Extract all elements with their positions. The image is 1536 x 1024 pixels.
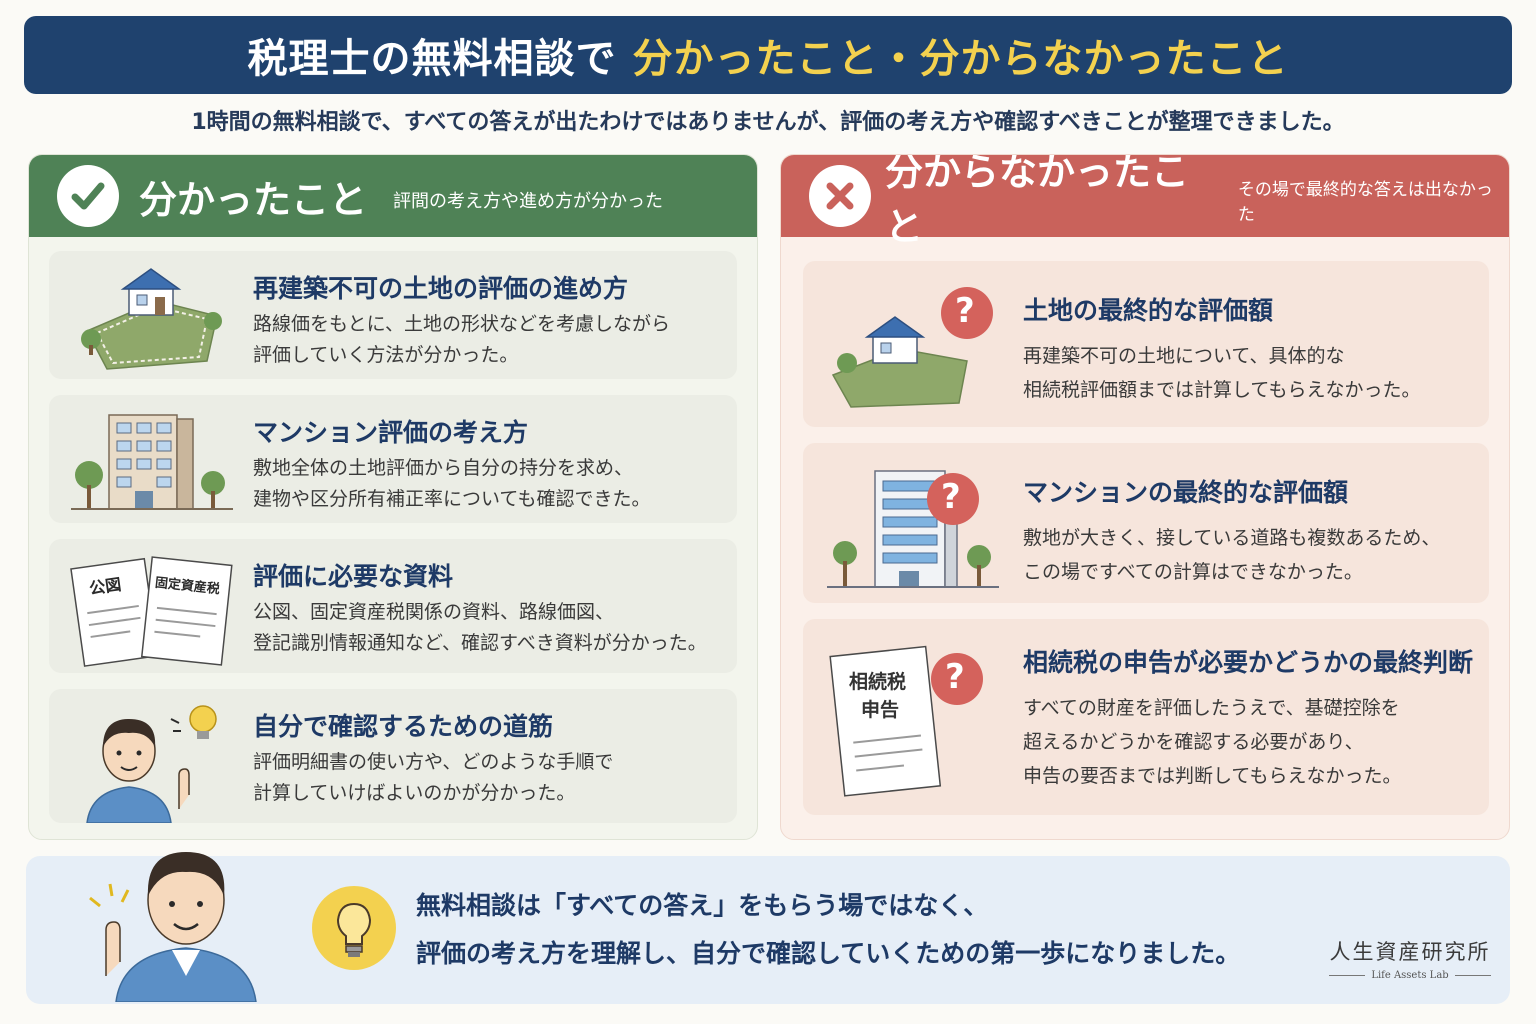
card-title: 自分で確認するための道筋 <box>253 712 554 741</box>
summary-message: 無料相談は「すべての答え」をもらう場ではなく、 評価の考え方を理解し、自分で確認… <box>416 882 1240 978</box>
card-title: 再建築不可の土地の評価の進め方 <box>253 274 629 303</box>
understood-card-path: 自分で確認するための道筋 評価明細書の使い方や、どのような手順で 計算していけば… <box>49 689 737 824</box>
card-text: すべての財産を評価したうえで、基礎控除を 超えるかどうかを確認する必要があり、 … <box>1023 691 1401 793</box>
doc-label-kouzu: 公図 <box>88 574 123 599</box>
brand-logo: 人生資産研究所 Life Assets Lab <box>1320 936 1500 981</box>
not-understood-panel: 分からなかったこと その場で最終的な答えは出なかった ? 土地の最終的な評価額 … <box>780 154 1510 840</box>
understood-title: 分かったこと <box>139 177 368 222</box>
card-text-line: 相続税評価額までは計算してもらえなかった。 <box>1023 379 1421 401</box>
understood-panel: 分かったこと 評間の考え方や進め方が分かった 再建築不可の土地の評価の進め方 路… <box>28 154 758 840</box>
card-text-line: 評価明細書の使い方や、どのような手順で <box>253 751 614 773</box>
card-title: 相続税の申告が必要かどうかの最終判断 <box>1023 648 1474 677</box>
card-text-line: 超えるかどうかを確認する必要があり、 <box>1023 731 1364 753</box>
person-idea-icon <box>67 699 237 827</box>
card-text-line: 敷地が大きく、接している道路も複数あるため、 <box>1023 527 1441 549</box>
documents-icon: 公図 固定資産税 <box>67 549 237 669</box>
tax-return-label: 相続税 <box>849 671 907 693</box>
apartment-icon <box>67 405 237 519</box>
card-text-line: すべての財産を評価したうえで、基礎控除を <box>1023 697 1400 719</box>
brand-name: 人生資産研究所 <box>1329 940 1491 964</box>
check-icon <box>57 165 119 227</box>
question-icon: ? <box>955 291 975 331</box>
question-icon: ? <box>945 657 965 697</box>
summary-banner: 無料相談は「すべての答え」をもらう場ではなく、 評価の考え方を理解し、自分で確認… <box>26 852 1510 1004</box>
card-title: 土地の最終的な評価額 <box>1023 296 1274 325</box>
card-text: 敷地全体の土地評価から自分の持分を求め、 建物や区分所有補正率についても確認でき… <box>253 453 650 515</box>
card-text-line: 公図、固定資産税関係の資料、路線価図、 <box>253 601 615 623</box>
not-understood-header: 分からなかったこと その場で最終的な答えは出なかった <box>781 155 1509 249</box>
brand-subtitle: Life Assets Lab <box>1320 970 1500 981</box>
tax-return-question-icon: 相続税 申告 ? <box>827 639 1007 799</box>
not-understood-title: 分からなかったこと <box>885 154 1190 249</box>
not-understood-card-land: ? 土地の最終的な評価額 再建築不可の土地について、具体的な 相続税評価額までは… <box>803 261 1489 427</box>
summary-line: 無料相談は「すべての答え」をもらう場ではなく、 <box>416 891 989 920</box>
card-title: 評価に必要な資料 <box>253 562 454 591</box>
cross-icon <box>809 165 871 227</box>
card-text-line: 再建築不可の土地について、具体的な <box>1023 345 1345 367</box>
understood-card-documents: 公図 固定資産税 評価に必要な資料 公図、固定資産税関係の資料、路線価図、 登記… <box>49 539 737 673</box>
card-text: 公図、固定資産税関係の資料、路線価図、 登記識別情報通知など、確認すべき資料が分… <box>253 597 707 659</box>
card-text-line: 申告の要否までは判断してもらえなかった。 <box>1023 765 1402 787</box>
question-icon: ? <box>941 477 961 517</box>
card-text: 評価明細書の使い方や、どのような手順で 計算していけばよいのかが分かった。 <box>253 747 613 809</box>
card-text: 再建築不可の土地について、具体的な 相続税評価額までは計算してもらえなかった。 <box>1023 339 1420 407</box>
house-land-icon <box>67 261 237 375</box>
page-title: 税理士の無料相談で <box>247 36 617 82</box>
page-title-highlight: 分かったこと・分からなかったこと <box>632 36 1289 82</box>
card-text-line: 登記識別情報通知など、確認すべき資料が分かった。 <box>253 632 707 654</box>
card-text-line: 敷地全体の土地評価から自分の持分を求め、 <box>253 457 634 479</box>
tax-return-label: 申告 <box>861 699 900 721</box>
not-understood-card-apartment: ? マンションの最終的な評価額 敷地が大きく、接している道路も複数あるため、 こ… <box>803 443 1489 603</box>
card-text: 敷地が大きく、接している道路も複数あるため、 この場ですべての計算はできなかった… <box>1023 521 1440 589</box>
card-title: マンションの最終的な評価額 <box>1023 478 1349 507</box>
not-understood-subtitle: その場で最終的な答えは出なかった <box>1237 180 1493 225</box>
card-text: 路線価をもとに、土地の形状などを考慮しながら 評価していく方法が分かった。 <box>253 309 670 371</box>
card-text-line: 計算していけばよいのかが分かった。 <box>253 782 576 804</box>
card-text-line: 評価していく方法が分かった。 <box>253 344 519 366</box>
page-subtitle: 1時間の無料相談で、すべての答えが出たわけではありませんが、評価の考え方や確認す… <box>191 110 1345 135</box>
card-text-line: 路線価をもとに、土地の形状などを考慮しながら <box>253 313 671 335</box>
card-title: マンション評価の考え方 <box>253 418 529 447</box>
understood-header: 分かったこと 評間の考え方や進め方が分かった <box>29 155 757 237</box>
not-understood-card-tax-return: 相続税 申告 ? 相続税の申告が必要かどうかの最終判断 すべての財産を評価したう… <box>803 619 1489 815</box>
title-banner: 税理士の無料相談で 分かったこと・分からなかったこと <box>24 16 1512 94</box>
person-pointing-icon <box>86 826 286 1006</box>
building-question-icon: ? <box>823 453 1003 597</box>
summary-line: 評価の考え方を理解し、自分で確認していくための第一歩になりました。 <box>416 939 1241 968</box>
understood-subtitle: 評間の考え方や進め方が分かった <box>393 191 664 212</box>
card-text-line: この場ですべての計算はできなかった。 <box>1023 561 1363 583</box>
house-question-icon: ? <box>817 279 1007 413</box>
lightbulb-icon <box>310 884 398 976</box>
understood-card-apartment: マンション評価の考え方 敷地全体の土地評価から自分の持分を求め、 建物や区分所有… <box>49 395 737 523</box>
card-text-line: 建物や区分所有補正率についても確認できた。 <box>253 488 651 510</box>
understood-card-land: 再建築不可の土地の評価の進め方 路線価をもとに、土地の形状などを考慮しながら 評… <box>49 251 737 379</box>
